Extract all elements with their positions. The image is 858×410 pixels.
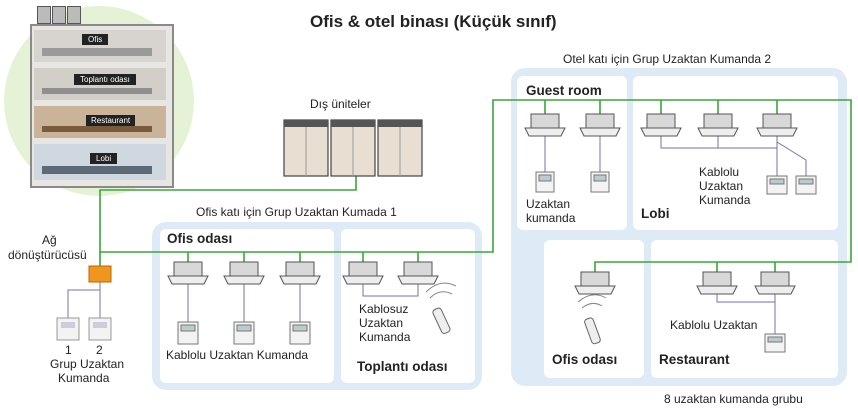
- cassette-unit: [756, 113, 798, 137]
- outdoor-unit: [330, 119, 376, 177]
- footer-note: 8 uzaktan kumanda grubu: [664, 392, 803, 406]
- room-title-guest: Guest room: [526, 83, 602, 98]
- lobby-remote-label-line-3: Kumanda: [699, 193, 751, 207]
- building-illustration: Ofis Toplantı odası Restaurant Lobi: [0, 0, 200, 200]
- office-desks: [42, 48, 152, 56]
- guest-remote-label-line-2: kumanda: [526, 211, 576, 225]
- wired-remote: [177, 321, 199, 345]
- wired-remote: [233, 321, 255, 345]
- group-remote-number-2: 2: [96, 343, 103, 357]
- roof-outdoor-unit: [37, 6, 51, 24]
- floor-tag-lobby: Lobi: [90, 153, 118, 164]
- restaurant-box: [651, 240, 838, 378]
- hotel-group-label: Otel katı için Grup Uzaktan Kumanda 2: [563, 52, 772, 66]
- cassette-unit: [279, 261, 321, 285]
- wired-remotes: [177, 171, 817, 353]
- wired-remote: [764, 333, 786, 353]
- wired-remote: [766, 175, 788, 195]
- floor-tag-meeting: Toplantı odası: [74, 74, 136, 85]
- room-title-office-2: Ofis odası: [552, 352, 618, 367]
- cassette-unit: [167, 261, 209, 285]
- meeting-table: [42, 88, 152, 94]
- outdoor-unit: [377, 119, 423, 177]
- office-room-box: [160, 229, 334, 383]
- restaurant-remote-label: Kablolu Uzaktan: [670, 318, 758, 332]
- cassette-unit: [640, 113, 682, 137]
- group-remote-label-line-1: Grup Uzaktan: [50, 357, 125, 371]
- wireless-remote-meeting: [425, 282, 457, 334]
- cassette-unit: [342, 261, 384, 285]
- floor-tag-restaurant: Restaurant: [86, 115, 136, 126]
- roof-outdoor-unit: [67, 6, 81, 24]
- room-title-restaurant: Restaurant: [659, 352, 730, 367]
- group-remote-2: [88, 317, 112, 341]
- cassette-unit: [397, 261, 439, 285]
- roof-outdoor-unit: [52, 6, 66, 24]
- indoor-units: [167, 113, 798, 295]
- cassette-unit: [754, 271, 796, 295]
- wired-remote: [795, 175, 817, 195]
- wireless-remote-office2: [577, 294, 607, 345]
- lobby-remote-label-line-1: Kablolu: [699, 165, 740, 179]
- wired-remote-label-office: Kablolu Uzaktan Kumanda: [166, 348, 309, 362]
- restaurant-tables: [42, 126, 152, 132]
- wired-remote: [535, 171, 555, 193]
- group-remote-label-line-2: Kumanda: [58, 371, 110, 385]
- room-title-meeting: Toplantı odası: [357, 359, 448, 374]
- diagram-title: Ofis & otel binası (Küçük sınıf): [310, 12, 557, 31]
- guest-remote-label-line-1: Uzaktan: [526, 197, 571, 211]
- wired-remote: [289, 321, 311, 345]
- guest-room-box: [517, 76, 627, 230]
- converter-label-line-1: Ağ: [42, 233, 57, 247]
- room-title-office: Ofis odası: [167, 231, 233, 246]
- cassette-unit: [524, 113, 566, 137]
- wireless-remote-label-line-3: Kumanda: [359, 330, 411, 344]
- converter-label-line-2: dönüştürücüsü: [8, 248, 87, 262]
- lobby-seating: [42, 166, 152, 174]
- group-remote-1: [56, 317, 80, 341]
- cassette-unit: [574, 271, 616, 295]
- wireless-remote-label-line-2: Uzaktan: [359, 316, 404, 330]
- room-title-lobby: Lobi: [641, 206, 670, 221]
- outdoor-unit: [283, 119, 329, 177]
- lobby-box: [633, 76, 838, 230]
- floor-tag-office: Ofis: [82, 34, 109, 45]
- wired-remote: [590, 171, 610, 193]
- cassette-unit: [223, 261, 265, 285]
- control-lines: [67, 136, 807, 334]
- cassette-unit: [696, 271, 738, 295]
- office-group-label: Ofis katı için Grup Uzaktan Kumada 1: [196, 205, 397, 219]
- network-converter: [88, 265, 112, 283]
- outdoor-units-label: Dış üniteler: [310, 97, 371, 111]
- office-room-2-box: [544, 240, 644, 378]
- cassette-unit: [579, 113, 621, 137]
- wireless-remote-label-line-1: Kablosuz: [359, 302, 409, 316]
- outdoor-units: [283, 119, 423, 177]
- group-remote-number-1: 1: [65, 343, 72, 357]
- lobby-remote-label-line-2: Uzaktan: [699, 179, 744, 193]
- cassette-unit: [697, 113, 739, 137]
